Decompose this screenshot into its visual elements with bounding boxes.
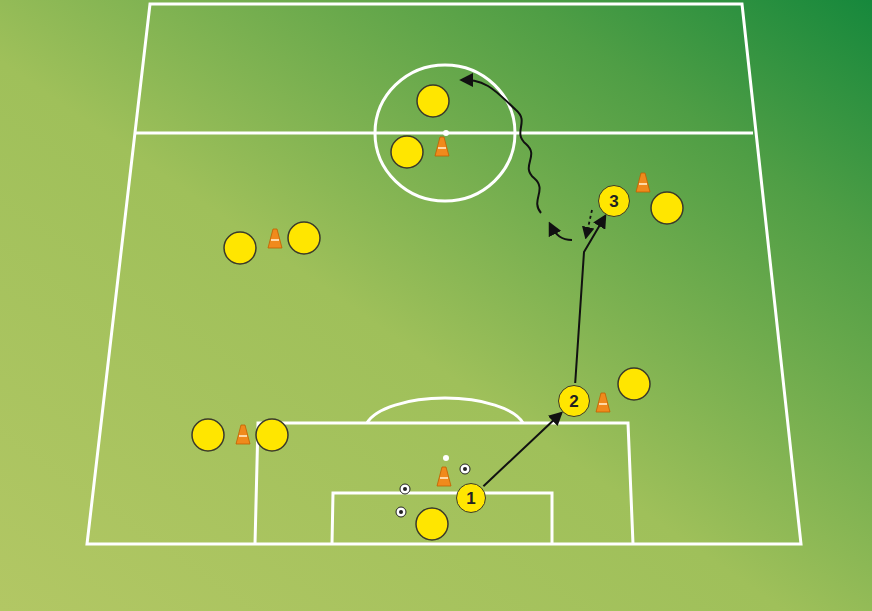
player-circle: 3 xyxy=(598,185,630,217)
callout-number: 2 xyxy=(569,393,578,410)
player-circle: 2 xyxy=(558,385,590,417)
pass-arrow xyxy=(483,413,561,486)
callout-number: 3 xyxy=(609,193,618,210)
callout-number: 1 xyxy=(466,490,475,507)
player-circle: 1 xyxy=(456,483,486,513)
pass-arrow xyxy=(575,217,605,384)
